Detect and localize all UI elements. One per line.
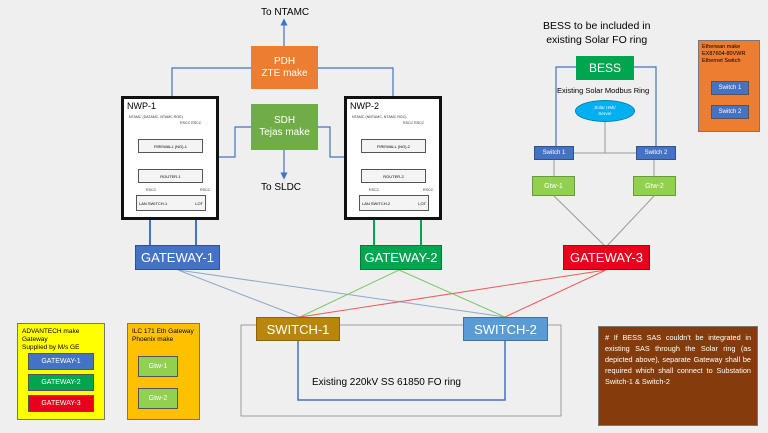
ilc-line1: ILC 171 Eth Gateway xyxy=(132,328,194,335)
etherwan-line1: Etherwan make xyxy=(702,44,741,50)
etherwan-switch1: Switch 1 xyxy=(711,81,749,95)
pdh-title: PDH xyxy=(273,55,296,67)
advantech-line2: Supplied by M/s GE xyxy=(22,344,80,351)
legend-gateway3: GATEWAY-3 xyxy=(28,395,94,412)
solar-server-line1: Solar HMI/ xyxy=(594,105,616,110)
solar-switch2-box: Switch 2 xyxy=(636,146,676,160)
gtw2-gw3-line xyxy=(605,195,655,248)
gw1-sw1-line xyxy=(177,269,301,318)
legend-gateway2: GATEWAY-2 xyxy=(28,374,94,391)
advantech-caption: ADVANTECH make Gateway Supplied by M/s G… xyxy=(22,328,104,352)
nwp2-panel: NWP-2 NTAMC (NNTAMC, NTAMC RGC) RSCC RSC… xyxy=(344,96,442,220)
ilc-line2: Phoenix make xyxy=(132,336,174,343)
sdh-box: SDH Tejas make xyxy=(251,104,318,150)
legend-gateway1: GATEWAY-1 xyxy=(28,353,94,370)
nwp1-title: NWP-1 xyxy=(127,101,156,111)
to-sldc-label: To SLDC xyxy=(261,182,302,193)
nwp1-panel: NWP-1 NTAMC (DATAMC, NTAMC RGE) RSCC RSC… xyxy=(121,96,219,220)
gateway1-box: GATEWAY-1 xyxy=(135,245,220,270)
nwp2-router: ROUTER-2 xyxy=(361,169,426,183)
pdh-make: ZTE make xyxy=(261,67,308,79)
nwp1-lan-switch: LAN SWITCH-1 LOT xyxy=(136,195,206,211)
to-ntamc-label: To NTAMC xyxy=(261,7,310,18)
bess-caption-line2: existing Solar FO ring xyxy=(546,34,648,46)
note-text: # If BESS SAS couldn't be integrated in … xyxy=(605,333,751,386)
etherwan-legend: Etherwan make EX87604-80VWR Ethernet Swi… xyxy=(698,40,760,132)
bess-ring-right xyxy=(634,66,657,148)
legend-gtw2: Gtw-2 xyxy=(138,388,178,409)
etherwan-line2: EX87604-80VWR xyxy=(702,51,746,57)
switch1-box: SWITCH-1 xyxy=(256,317,340,341)
etherwan-line3: Ethernet Switch xyxy=(702,58,741,64)
nwp2-lan-right: RSCC xyxy=(423,188,434,192)
gw1-sw2-line xyxy=(177,269,506,318)
ilc-caption: ILC 171 Eth Gateway Phoenix make xyxy=(132,328,194,344)
nwp1-switch-right-label: LOT xyxy=(195,200,203,206)
nwp1-router: ROUTER-1 xyxy=(138,169,203,183)
pdh-nwp1-line xyxy=(171,67,251,96)
bess-caption: BESS to be included in existing Solar FO… xyxy=(543,19,650,47)
advantech-legend: ADVANTECH make Gateway Supplied by M/s G… xyxy=(17,323,105,420)
nwp2-top-right-label: RSCC RSCC xyxy=(403,121,425,125)
switch-group-outline xyxy=(240,324,562,417)
nwp2-title: NWP-2 xyxy=(350,101,379,111)
gateway3-box: GATEWAY-3 xyxy=(563,245,650,270)
modbus-ring-label: Existing Solar Modbus Ring xyxy=(557,86,650,95)
nwp1-lan-right: RSCC xyxy=(200,188,211,192)
solar-server-line2: Server xyxy=(598,111,612,116)
note-box: # If BESS SAS couldn't be integrated in … xyxy=(598,326,758,426)
etherwan-switch2: Switch 2 xyxy=(711,105,749,119)
solar-server-ellipse: Solar HMI/ Server xyxy=(575,100,635,122)
bess-caption-line1: BESS to be included in xyxy=(543,20,651,32)
sdh-make: Tejas make xyxy=(259,127,310,138)
gw3-sw2-line xyxy=(504,269,607,318)
gw2-sw1-line xyxy=(299,269,400,318)
nwp2-lan-switch: LAN SWITCH-2 LOT xyxy=(359,195,429,211)
etherwan-caption: Etherwan make EX87604-80VWR Ethernet Swi… xyxy=(702,44,745,65)
nwp1-top-left-label: NTAMC (DATAMC, NTAMC RGE) xyxy=(129,115,183,119)
sdh-nwp1-line xyxy=(207,126,251,158)
bess-box: BESS xyxy=(576,56,634,80)
switch2-box: SWITCH-2 xyxy=(463,317,548,341)
ilc-legend: ILC 171 Eth Gateway Phoenix make Gtw-1 G… xyxy=(127,323,200,420)
sdh-title: SDH xyxy=(273,115,296,126)
solar-switch1-box: Switch 1 xyxy=(534,146,574,160)
fo-ring-label: Existing 220kV SS 61850 FO ring xyxy=(312,377,461,388)
nwp2-firewall: FIREWALL (NG)-2 xyxy=(361,139,426,153)
nwp2-lan-left: RSCC xyxy=(369,188,380,192)
gtw1-box: Gtw-1 xyxy=(532,176,575,196)
gtw1-gw3-line xyxy=(553,195,607,248)
advantech-line1: ADVANTECH make Gateway xyxy=(22,328,80,343)
nwp2-switch-left-label: LAN SWITCH-2 xyxy=(362,200,391,206)
nwp2-top-left-label: NTAMC (NNTAMC, NTAMC RGC) xyxy=(352,115,407,119)
bess-ring-left xyxy=(555,66,576,148)
nwp1-switch-left-label: LAN SWITCH-1 xyxy=(139,200,168,206)
nwp2-switch-right-label: LOT xyxy=(418,200,426,206)
pdh-nwp2-line xyxy=(318,67,394,96)
nwp1-top-right-label: RSCC RSCC xyxy=(180,121,202,125)
gateway2-box: GATEWAY-2 xyxy=(360,245,442,270)
nwp1-lan-left: RSCC xyxy=(146,188,157,192)
fo-ring-line xyxy=(297,341,506,401)
nwp1-firewall: FIREWALL (NG)-1 xyxy=(138,139,203,153)
gtw2-box: Gtw-2 xyxy=(633,176,676,196)
gw3-sw1-line xyxy=(299,269,607,318)
legend-gtw1: Gtw-1 xyxy=(138,356,178,377)
pdh-box: PDH ZTE make xyxy=(251,46,318,89)
